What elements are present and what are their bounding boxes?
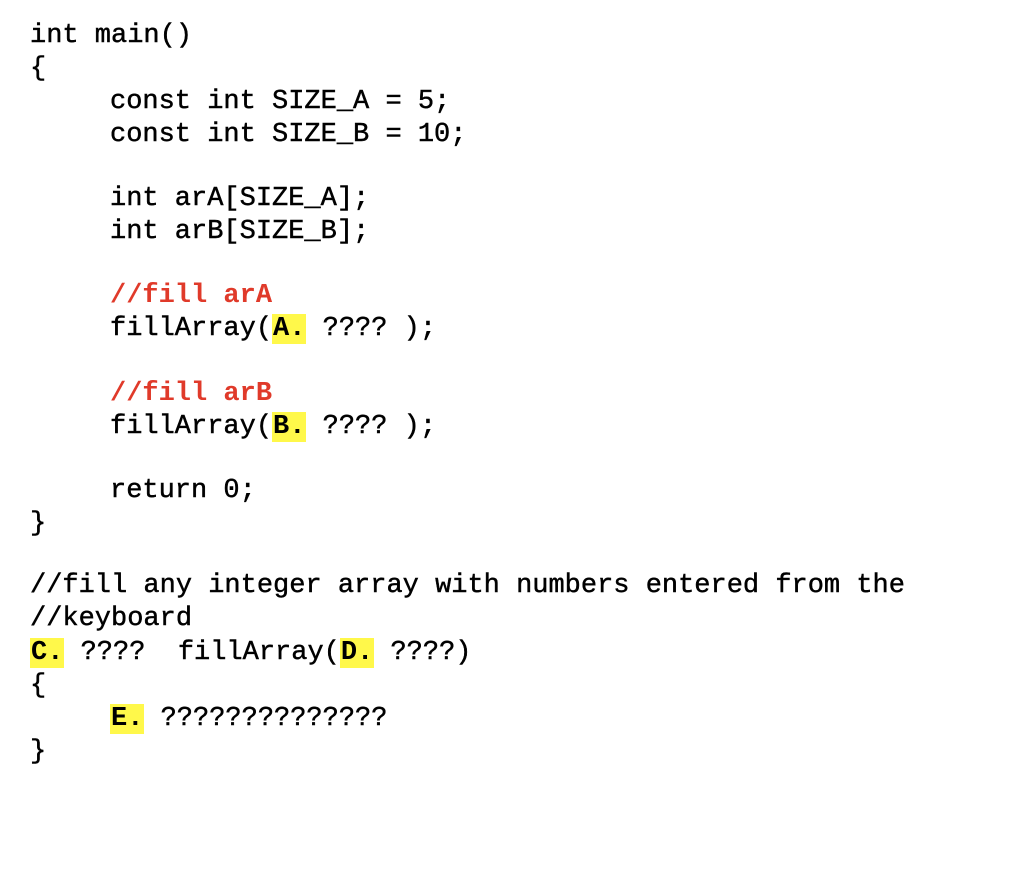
code-text: int arA[SIZE_A]; bbox=[110, 184, 370, 214]
code-text: ???? ); bbox=[306, 314, 437, 344]
code-text: fillArray( bbox=[110, 412, 273, 442]
code-text: fillArray( bbox=[110, 314, 273, 344]
code-line-function-signature: C. ???? fillArray(D. ????) bbox=[30, 637, 472, 670]
blank-label-a: A. bbox=[272, 314, 307, 344]
code-text: ???? ); bbox=[306, 412, 437, 442]
code-line-size-b: const int SIZE_B = 10; bbox=[30, 119, 467, 152]
code-comment: //fill arA bbox=[110, 281, 273, 311]
code-line-function-close-brace: } bbox=[30, 736, 47, 769]
code-text: } bbox=[30, 737, 47, 767]
code-text: int main() bbox=[30, 21, 193, 51]
code-line-close-brace: } bbox=[30, 508, 47, 541]
blank-label-e: E. bbox=[110, 704, 145, 734]
code-line-open-brace: { bbox=[30, 53, 47, 86]
code-line-main-signature: int main() bbox=[30, 20, 192, 53]
code-text: //keyboard bbox=[30, 604, 193, 634]
blank-label-b: B. bbox=[272, 412, 307, 442]
code-comment-keyboard: //keyboard bbox=[30, 603, 192, 636]
code-text: int arB[SIZE_B]; bbox=[110, 217, 370, 247]
code-text: } bbox=[30, 509, 47, 539]
code-text: { bbox=[30, 54, 47, 84]
code-text: //fill any integer array with numbers en… bbox=[30, 571, 905, 601]
code-line-decl-ara: int arA[SIZE_A]; bbox=[30, 183, 370, 216]
code-line-function-body: E. ?????????????? bbox=[30, 703, 388, 736]
blank-label-c: C. bbox=[30, 638, 65, 668]
code-comment-fill-arb: //fill arB bbox=[30, 378, 272, 411]
code-line-fill-call-a: fillArray(A. ???? ); bbox=[30, 313, 437, 346]
code-line-function-open-brace: { bbox=[30, 670, 47, 703]
code-text: ?????????????? bbox=[144, 704, 388, 734]
code-comment: //fill arB bbox=[110, 379, 273, 409]
code-line-return: return 0; bbox=[30, 475, 256, 508]
code-line-fill-call-b: fillArray(B. ???? ); bbox=[30, 411, 437, 444]
code-text: { bbox=[30, 671, 47, 701]
code-text: const int SIZE_A = 5; bbox=[110, 87, 451, 117]
code-text: return 0; bbox=[110, 476, 256, 506]
code-line-decl-arb: int arB[SIZE_B]; bbox=[30, 216, 370, 249]
code-text: ???? fillArray( bbox=[64, 638, 340, 668]
code-line-size-a: const int SIZE_A = 5; bbox=[30, 86, 451, 119]
code-comment-fill-ara: //fill arA bbox=[30, 280, 272, 313]
code-text: const int SIZE_B = 10; bbox=[110, 120, 467, 150]
code-text: ????) bbox=[374, 638, 472, 668]
blank-label-d: D. bbox=[339, 638, 375, 668]
code-comment-description: //fill any integer array with numbers en… bbox=[30, 570, 905, 603]
